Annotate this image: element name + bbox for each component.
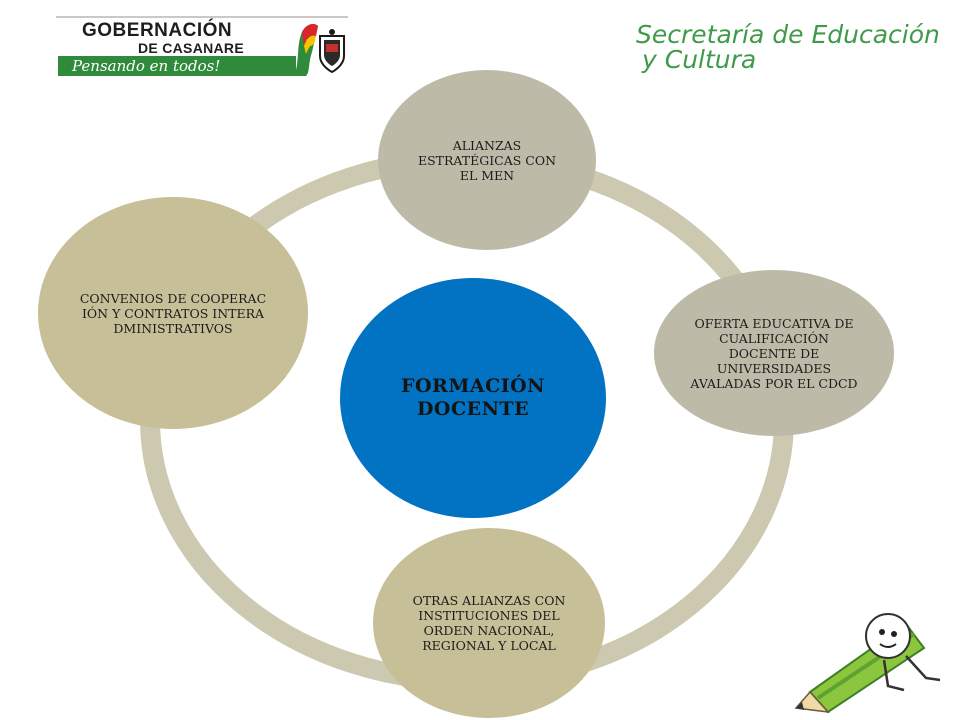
secretaria-line-2: y Cultura	[642, 45, 757, 74]
secretaria-line-1: Secretaría de Educación	[636, 20, 940, 49]
coat-of-arms-icon	[319, 29, 345, 74]
gobernacion-subtitle: DE CASANARE	[138, 40, 244, 56]
center-label: FORMACIÓN DOCENTE	[400, 375, 546, 420]
gobernacion-logo: GOBERNACIÓN DE CASANARE Pensando en todo…	[56, 16, 348, 78]
flag-icon	[294, 24, 318, 76]
node-alianzas-men-label: ALIANZAS ESTRATÉGICAS CON EL MEN	[417, 137, 557, 183]
node-otras-alianzas: OTRAS ALIANZAS CON INSTITUCIONES DEL ORD…	[373, 528, 605, 718]
node-convenios-label: CONVENIOS DE COOPERACIÓN Y CONTRATOS INT…	[79, 290, 267, 336]
node-alianzas-men: ALIANZAS ESTRATÉGICAS CON EL MEN	[378, 70, 596, 250]
node-convenios: CONVENIOS DE COOPERACIÓN Y CONTRATOS INT…	[38, 197, 308, 429]
pencil-mascot-icon	[794, 613, 941, 714]
node-otras-alianzas-label: OTRAS ALIANZAS CON INSTITUCIONES DEL ORD…	[412, 593, 566, 653]
center-formacion-docente: FORMACIÓN DOCENTE	[340, 278, 606, 518]
node-oferta-educativa-label: OFERTA EDUCATIVA DE CUALIFICACIÓN DOCENT…	[690, 315, 858, 391]
gobernacion-slogan: Pensando en todos!	[58, 56, 296, 76]
gobernacion-title: GOBERNACIÓN	[82, 20, 233, 41]
secretaria-logo: Secretaría de Educación y Cultura	[636, 20, 940, 74]
node-oferta-educativa: OFERTA EDUCATIVA DE CUALIFICACIÓN DOCENT…	[654, 270, 894, 436]
